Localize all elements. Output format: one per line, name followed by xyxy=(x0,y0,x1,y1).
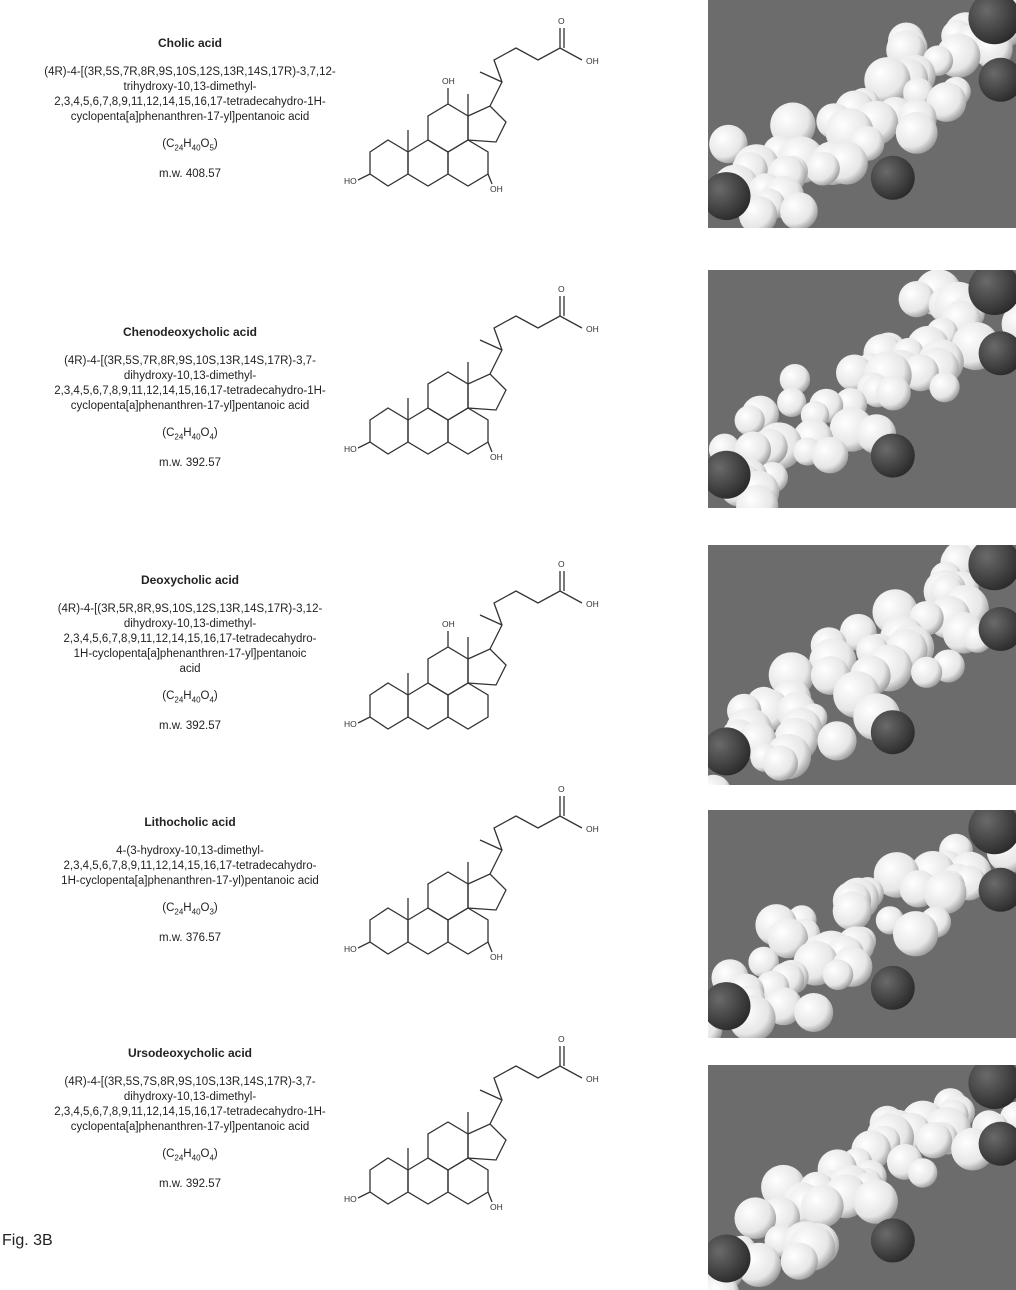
acid-oh-label: OH xyxy=(586,1074,599,1084)
oxygen-atom-sphere xyxy=(870,155,915,200)
compound-text: Ursodeoxycholic acid (4R)-4-[(3R,5S,7S,8… xyxy=(0,1046,380,1192)
space-filling-model xyxy=(708,270,1016,508)
structure-drawing: OH HO OH O xyxy=(330,1020,680,1250)
acid-oh-label: OH xyxy=(586,599,599,609)
ho-3-label: HO xyxy=(344,719,357,729)
compound-row-deoxycholic: Deoxycholic acid (4R)-4-[(3R,5R,8R,9S,10… xyxy=(0,545,1016,785)
oxygen-atom-sphere xyxy=(870,965,915,1010)
compound-row-lithocholic: Lithocholic acid 4-(3-hydroxy-10,13-dime… xyxy=(0,784,1016,1040)
iupac-name: (4R)-4-[(3R,5S,7R,8R,9S,10S,12S,13R,14S,… xyxy=(44,66,336,123)
oxygen-atom-sphere xyxy=(708,172,751,221)
molecular-weight: m.w. 392.57 xyxy=(158,457,221,470)
oxygen-atom-sphere xyxy=(968,545,1016,591)
molecular-formula: (C24H40O5) xyxy=(162,138,218,153)
compound-text: Deoxycholic acid (4R)-4-[(3R,5R,8R,9S,10… xyxy=(0,573,380,734)
ho-3-label: HO xyxy=(344,944,357,954)
molecular-formula: (C24H40O4) xyxy=(162,1148,218,1163)
structure-drawing: OH OH HO OH O xyxy=(330,2,680,232)
space-filling-model xyxy=(708,545,1016,785)
acid-oh-label: OH xyxy=(586,324,599,334)
oxygen-atom-sphere xyxy=(968,0,1016,45)
oh-7-label: OH xyxy=(490,952,503,962)
oxygen-atom-sphere xyxy=(978,607,1016,651)
ho-3-label: HO xyxy=(344,444,357,454)
compound-row-chenodeoxycholic: Chenodeoxycholic acid (4R)-4-[(3R,5S,7R,… xyxy=(0,270,1016,510)
oxygen-atom-sphere xyxy=(978,57,1016,102)
oxygen-atom-sphere xyxy=(978,867,1016,912)
iupac-name: (4R)-4-[(3R,5R,8R,9S,10S,12S,13R,14S,17R… xyxy=(57,603,323,675)
structure-drawing: OH HO OH O xyxy=(330,270,680,500)
compound-name: Cholic acid xyxy=(157,36,222,50)
compound-row-ursodeoxycholic: Ursodeoxycholic acid (4R)-4-[(3R,5S,7S,8… xyxy=(0,1030,1016,1290)
oxygen-atom-sphere xyxy=(708,727,751,776)
atom-spheres xyxy=(708,818,1016,1038)
atom-spheres xyxy=(708,1088,1016,1290)
skeleton-bonds xyxy=(357,571,583,730)
molecular-formula: (C24H40O3) xyxy=(162,902,218,917)
oh-12-label: OH xyxy=(442,619,455,629)
atom-spheres xyxy=(709,0,1016,228)
oh-7-label: OH xyxy=(490,184,503,194)
oh-7-label: OH xyxy=(490,1202,503,1212)
iupac-name: (4R)-4-[(3R,5S,7S,8R,9S,10S,13R,14S,17R)… xyxy=(54,1076,326,1133)
oxygen-atom-sphere xyxy=(708,450,751,499)
oxygen-atom-sphere xyxy=(968,810,1016,855)
compound-name: Ursodeoxycholic acid xyxy=(127,1046,253,1060)
acid-oh-label: OH xyxy=(586,824,599,834)
compound-text: Lithocholic acid 4-(3-hydroxy-10,13-dime… xyxy=(0,815,380,946)
compound-text: Cholic acid (4R)-4-[(3R,5S,7R,8R,9S,10S,… xyxy=(0,36,380,182)
molecular-weight: m.w. 408.57 xyxy=(158,168,221,181)
oxygen-atom-sphere xyxy=(978,1121,1016,1166)
oxygen-atom-sphere xyxy=(870,710,915,755)
figure-label: Fig. 3B xyxy=(2,1232,53,1249)
skeleton-bonds xyxy=(357,1046,583,1205)
molecular-weight: m.w. 392.57 xyxy=(158,720,221,733)
space-filling-model xyxy=(708,0,1016,228)
atom-spheres xyxy=(708,270,1016,508)
carbonyl-o-label: O xyxy=(558,1034,565,1044)
molecular-weight: m.w. 376.57 xyxy=(158,932,221,945)
atom-spheres xyxy=(708,545,997,785)
structure-drawing: OH HO OH O xyxy=(330,770,680,1000)
carbonyl-o-label: O xyxy=(558,16,565,26)
molecular-weight: m.w. 392.57 xyxy=(158,1178,221,1191)
molecular-formula: (C24H40O4) xyxy=(162,427,218,442)
space-filling-model xyxy=(708,1065,1016,1290)
oxygen-atom-sphere xyxy=(968,270,1016,315)
iupac-name: 4-(3-hydroxy-10,13-dimethyl- 2,3,4,5,6,7… xyxy=(61,845,319,887)
structure-drawing: OH OH HO O xyxy=(330,545,680,775)
oxygen-atom-sphere xyxy=(968,1065,1016,1109)
oh-12-label: OH xyxy=(442,76,455,86)
skeleton-bonds xyxy=(357,296,583,455)
skeleton-bonds xyxy=(357,28,583,187)
iupac-name: (4R)-4-[(3R,5S,7R,8R,9S,10S,13R,14S,17R)… xyxy=(54,355,326,412)
space-filling-model xyxy=(708,810,1016,1038)
molecular-formula: (C24H40O4) xyxy=(162,690,218,705)
oxygen-atom-sphere xyxy=(870,1218,915,1263)
compound-name: Lithocholic acid xyxy=(144,815,236,829)
oxygen-atom-sphere xyxy=(708,982,751,1031)
carbonyl-o-label: O xyxy=(558,284,565,294)
carbonyl-o-label: O xyxy=(558,784,565,794)
compound-row-cholic: Cholic acid (4R)-4-[(3R,5S,7R,8R,9S,10S,… xyxy=(0,0,1016,232)
ho-3-label: HO xyxy=(344,176,357,186)
skeleton-bonds xyxy=(357,796,583,955)
compound-text: Chenodeoxycholic acid (4R)-4-[(3R,5S,7R,… xyxy=(0,325,380,471)
ho-3-label: HO xyxy=(344,1194,357,1204)
oxygen-atom-sphere xyxy=(870,433,915,478)
carbonyl-o-label: O xyxy=(558,559,565,569)
oh-7-label: OH xyxy=(490,452,503,462)
compound-name: Deoxycholic acid xyxy=(140,573,240,587)
acid-oh-label: OH xyxy=(586,56,599,66)
oxygen-atom-sphere xyxy=(978,331,1016,376)
compound-name: Chenodeoxycholic acid xyxy=(122,325,258,339)
